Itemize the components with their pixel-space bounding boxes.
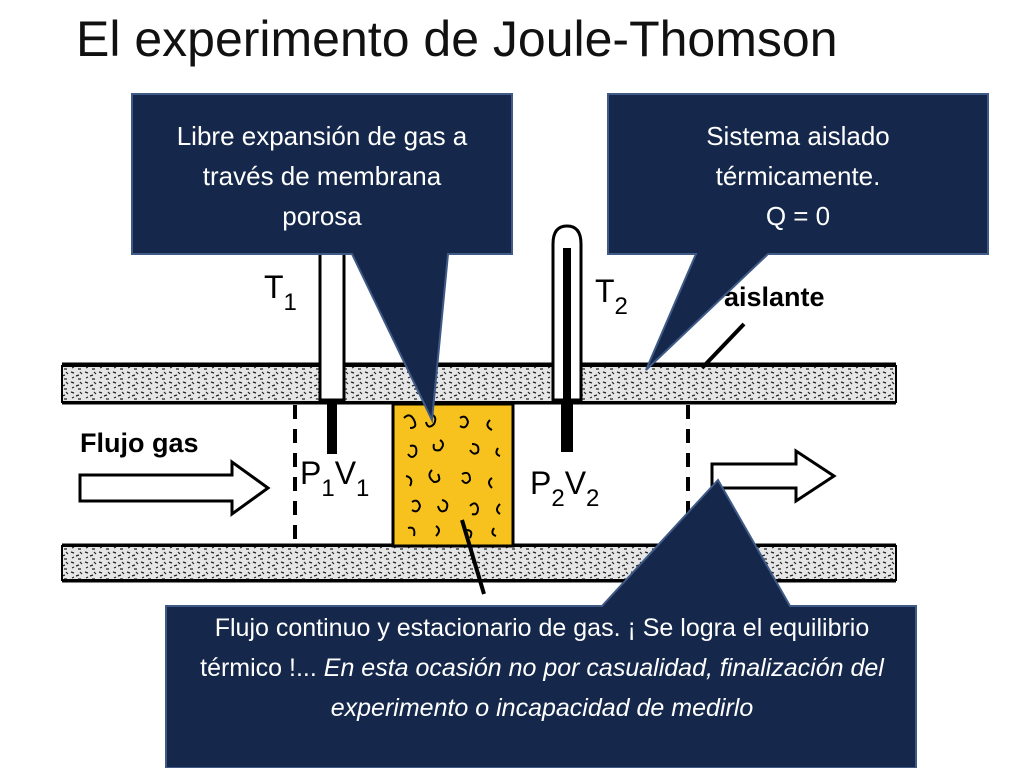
isolated-callout-line-3: Q = 0 — [765, 201, 831, 231]
porous-membrane — [391, 402, 515, 548]
isolated-callout-line-2: térmicamente. — [715, 161, 881, 191]
insulator-leader-line — [700, 322, 746, 370]
membrane-callout-line-2: través de membrana — [202, 161, 442, 191]
membrane-leader-line — [460, 519, 486, 595]
aislante-label: aislante — [724, 282, 825, 312]
inlet-arrow — [78, 459, 271, 517]
membrane-callout-text: Libre expansión de gas a través de membr… — [136, 116, 508, 236]
membrane-callout-bubble — [131, 93, 513, 424]
flow-callout-normal: Flujo continuo y estacionario de gas. ¡ … — [200, 614, 870, 682]
flow-callout-italic: En esta ocasión no por casualidad, final… — [323, 654, 884, 722]
p1v1-label: P1V1 — [300, 455, 369, 502]
isolated-callout-text: Sistema aislado térmicamente. Q = 0 — [612, 116, 984, 236]
t1-label: T1 — [264, 269, 297, 316]
isolated-callout-bubble — [607, 93, 989, 371]
thermometer-t2 — [551, 224, 583, 452]
flujo-gas-label: Flujo gas — [80, 428, 199, 458]
flow-callout-text: Flujo continuo y estacionario de gas. ¡ … — [172, 608, 912, 728]
p2v2-label: P2V2 — [530, 465, 599, 512]
t2-label: T2 — [595, 273, 628, 320]
membrane-callout-line-3: porosa — [282, 201, 362, 231]
top-pipe-wall — [61, 362, 897, 405]
outlet-arrow — [710, 448, 837, 504]
slide-title: El experimento de Joule-Thomson — [76, 11, 838, 67]
thermometer-t1 — [318, 248, 346, 454]
membrane-callout-line-1: Libre expansión de gas a — [176, 121, 468, 151]
isolated-callout-line-1: Sistema aislado — [706, 121, 890, 151]
flow-callout-bubble — [165, 478, 917, 768]
